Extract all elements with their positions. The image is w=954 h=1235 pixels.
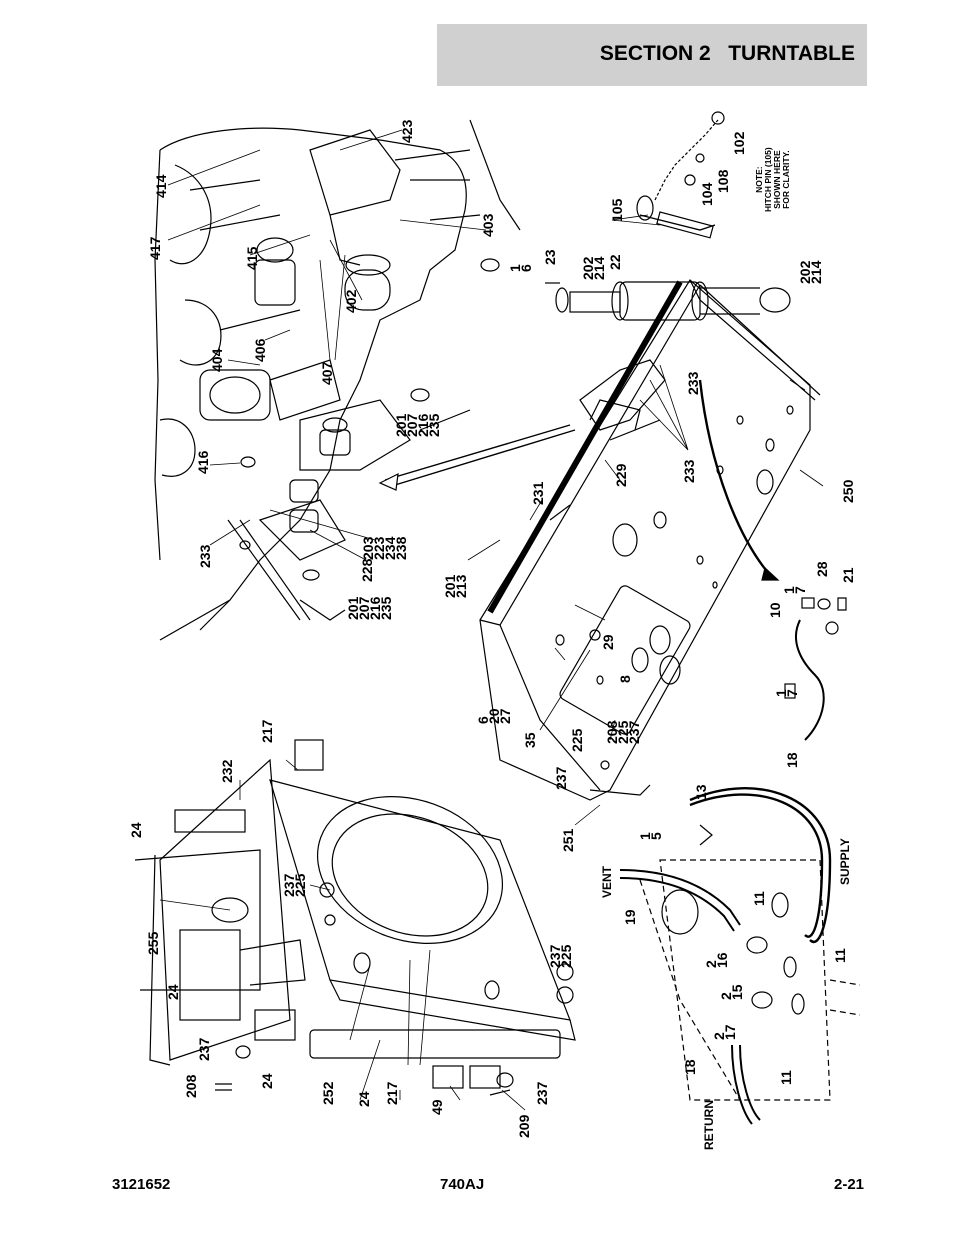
callout-label: 217 bbox=[259, 719, 275, 743]
callout-label: 237 225 bbox=[281, 873, 308, 897]
callout-label: 2 17 bbox=[711, 1024, 738, 1040]
callout-label: 22 bbox=[607, 254, 623, 270]
callout-label: 24 bbox=[259, 1073, 275, 1089]
callout-label: 1 6 bbox=[507, 264, 534, 272]
callout-label: 10 bbox=[767, 602, 783, 618]
callout-label: 233 bbox=[681, 459, 697, 483]
callout-label: 232 bbox=[219, 759, 235, 783]
callout-label: 108 bbox=[715, 169, 731, 193]
hose-label-supply: SUPPLY bbox=[838, 838, 852, 885]
footer-doc-number: 3121652 bbox=[112, 1176, 171, 1193]
callout-label: 105 bbox=[609, 198, 625, 222]
callout-label: 18 bbox=[682, 1059, 698, 1075]
callout-label: 417 bbox=[147, 236, 163, 260]
callout-label: 217 bbox=[384, 1081, 400, 1105]
callout-label: 11 bbox=[751, 891, 767, 906]
callout-label: 208 225 237 bbox=[604, 720, 642, 744]
callout-label: 423 bbox=[399, 119, 415, 143]
callout-label: 1 7 bbox=[773, 689, 800, 697]
section-title: SECTION 2 TURNTABLE bbox=[599, 42, 855, 65]
callout-label: 18 bbox=[784, 752, 800, 768]
radiator-shroud-illustration bbox=[134, 739, 576, 1096]
callout-label: 13 bbox=[693, 784, 709, 800]
footer-page-number: 2-21 bbox=[834, 1176, 865, 1193]
callout-label: 35 bbox=[522, 732, 538, 748]
callout-label: 402 bbox=[343, 289, 359, 313]
section-header: SECTION 2 TURNTABLE bbox=[437, 24, 867, 86]
callout-label: 201 207 216 235 bbox=[393, 413, 442, 437]
callout-label: 255 bbox=[145, 931, 161, 955]
callout-label: 209 bbox=[516, 1114, 532, 1138]
callout-label: 24 bbox=[165, 984, 181, 1000]
callout-label: 11 bbox=[778, 1070, 794, 1085]
callout-label: 201 207 216 235 bbox=[345, 596, 394, 620]
callout-label: 228 bbox=[359, 558, 375, 582]
callout-label: 6 20 27 bbox=[475, 708, 513, 724]
callout-label: 251 bbox=[560, 828, 576, 852]
callout-label: 250 bbox=[840, 479, 856, 503]
callout-label: 1 7 bbox=[781, 586, 808, 594]
hitch-pin-illustration bbox=[636, 111, 725, 239]
callout-label: 404 bbox=[209, 348, 225, 372]
callout-label: 406 bbox=[252, 338, 268, 362]
hose-label-vent: VENT bbox=[600, 865, 614, 898]
callout-label: 225 bbox=[569, 728, 585, 752]
callout-label: 415 bbox=[244, 246, 260, 270]
hose-label-return: RETURN bbox=[702, 1100, 716, 1150]
hydraulic-tank-illustration bbox=[619, 787, 861, 1125]
callout-label: 21 bbox=[840, 567, 856, 583]
pin-cylinder-illustration bbox=[545, 281, 791, 321]
callout-label: 202 214 bbox=[797, 260, 824, 284]
callout-label: 237 225 bbox=[547, 944, 574, 968]
callout-label: 407 bbox=[319, 361, 335, 385]
callout-label: 29 bbox=[600, 634, 616, 650]
callout-label: 237 bbox=[534, 1081, 550, 1105]
callout-label: 102 bbox=[731, 131, 747, 155]
callout-label: 24 bbox=[128, 822, 144, 838]
callout-label: 11 bbox=[832, 948, 848, 963]
callout-label: 23 bbox=[542, 249, 558, 265]
callout-label: 252 bbox=[320, 1081, 336, 1105]
callout-label: 201 213 bbox=[442, 574, 469, 598]
ground-strap-illustration bbox=[784, 597, 847, 741]
callout-label: 2 16 bbox=[703, 952, 730, 968]
callout-leader-lines bbox=[159, 129, 824, 1111]
callout-label: 203 223 234 238 bbox=[360, 536, 409, 560]
callout-label: 414 bbox=[153, 174, 169, 198]
callout-label: 229 bbox=[613, 463, 629, 487]
callout-label: 233 bbox=[685, 371, 701, 395]
callout-label: 403 bbox=[480, 213, 496, 237]
callout-label: 24 bbox=[356, 1091, 372, 1107]
callout-label: 2 15 bbox=[718, 984, 745, 1000]
turntable-frame-illustration bbox=[479, 279, 821, 801]
callout-label: 1 5 bbox=[637, 832, 664, 840]
callout-label: 208 bbox=[183, 1074, 199, 1098]
callout-label: 231 bbox=[530, 481, 546, 505]
callout-label: 416 bbox=[195, 450, 211, 474]
hitch-pin-note: NOTE: HITCH PIN (105) SHOWN HERE FOR CLA… bbox=[754, 147, 791, 212]
callout-label: 8 bbox=[617, 675, 633, 683]
callout-label: 19 bbox=[622, 909, 638, 925]
callout-label: 104 bbox=[699, 182, 715, 206]
callout-label: 237 bbox=[553, 766, 569, 790]
callout-label: 49 bbox=[429, 1099, 445, 1115]
callout-label: 202 214 bbox=[580, 256, 607, 280]
callout-label: 233 bbox=[197, 544, 213, 568]
engine-detail-illustration bbox=[154, 119, 521, 641]
callout-label: 237 bbox=[196, 1037, 212, 1061]
callout-label: 28 bbox=[814, 561, 830, 577]
footer-model: 740AJ bbox=[440, 1176, 485, 1193]
